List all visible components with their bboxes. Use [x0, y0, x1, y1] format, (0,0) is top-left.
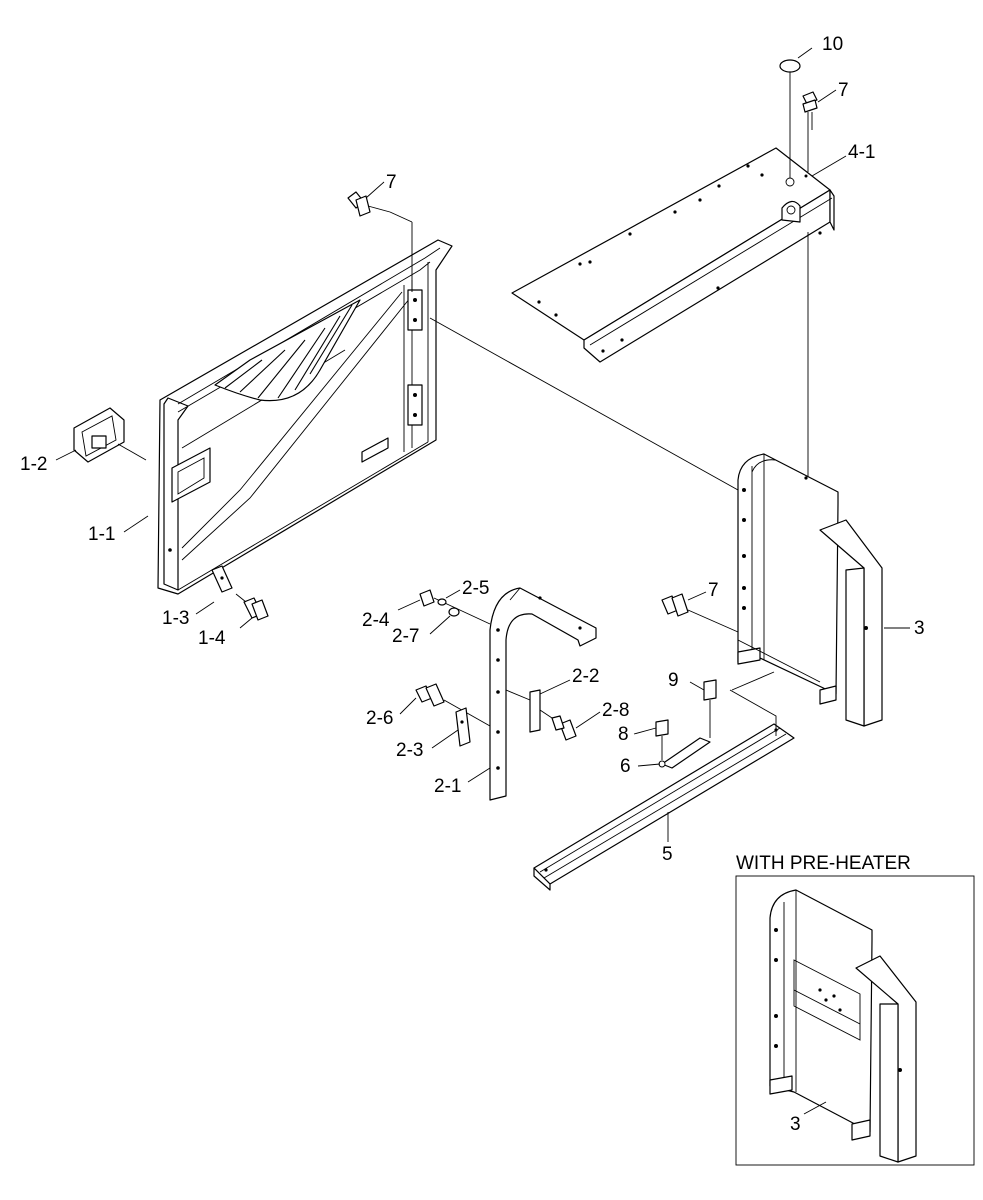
bracket-2-2	[505, 689, 541, 733]
cap-10	[779, 59, 801, 178]
label-2-5: 2-5	[462, 578, 489, 599]
inset-frame	[735, 875, 975, 1166]
label-5: 5	[662, 844, 673, 865]
bolt-2-6	[415, 683, 491, 727]
bolt-8	[655, 719, 669, 760]
label-2-7: 2-7	[392, 626, 419, 647]
bracket-2-3	[455, 707, 471, 747]
label-2-1: 2-1	[434, 776, 461, 797]
label-2-6: 2-6	[366, 708, 393, 729]
label-1-3: 1-3	[162, 608, 189, 629]
door-panel-1-1	[157, 239, 453, 595]
leader-rail-shroud-a	[731, 671, 775, 691]
support-bracket-2-1	[489, 587, 597, 801]
label-2-8: 2-8	[602, 700, 629, 721]
callout-leaders	[55, 47, 910, 842]
inset-pre-heater	[735, 875, 975, 1166]
bolt-7-door	[347, 191, 413, 292]
top-cover-plate-4-1	[511, 147, 835, 363]
label-2-3: 2-3	[396, 740, 423, 761]
bolt-2-8	[539, 709, 577, 741]
bolt-7-top	[802, 91, 818, 172]
bracket-1-3	[211, 565, 233, 593]
label-2-2: 2-2	[572, 666, 599, 687]
label-7-top: 7	[838, 80, 849, 101]
leader-rail-shroud-b	[729, 689, 777, 736]
label-1-2: 1-2	[20, 454, 47, 475]
washer-2-7	[448, 607, 460, 617]
washer-2-5	[437, 598, 447, 606]
label-1-1: 1-1	[88, 524, 115, 545]
label-3-inset: 3	[790, 1114, 801, 1135]
label-6: 6	[620, 756, 631, 777]
label-10: 10	[822, 34, 843, 55]
bolt-1-4	[235, 593, 269, 621]
label-9: 9	[668, 670, 679, 691]
leader-inset-3	[803, 1101, 827, 1115]
part-labels: 10 7 4-1 7 1-2 1-1 1-3 1-4 2-5 2-4 2-7 7…	[20, 34, 925, 1135]
label-7-mid: 7	[708, 580, 719, 601]
label-3: 3	[914, 618, 925, 639]
bolt-9	[703, 679, 717, 738]
latch-6	[658, 737, 711, 769]
bottom-rail-5	[533, 723, 795, 891]
label-2-4: 2-4	[362, 610, 390, 631]
label-4-1: 4-1	[848, 142, 875, 163]
inset-title: WITH PRE-HEATER	[736, 853, 911, 874]
label-8: 8	[618, 724, 629, 745]
label-7-door: 7	[386, 172, 397, 193]
handle-1-2	[73, 407, 147, 463]
leader-door-to-shroud	[429, 317, 739, 491]
shroud-3	[737, 453, 883, 727]
inset-shroud-3	[769, 889, 917, 1163]
label-1-4: 1-4	[198, 628, 226, 649]
bolt-7-mid	[661, 593, 821, 683]
